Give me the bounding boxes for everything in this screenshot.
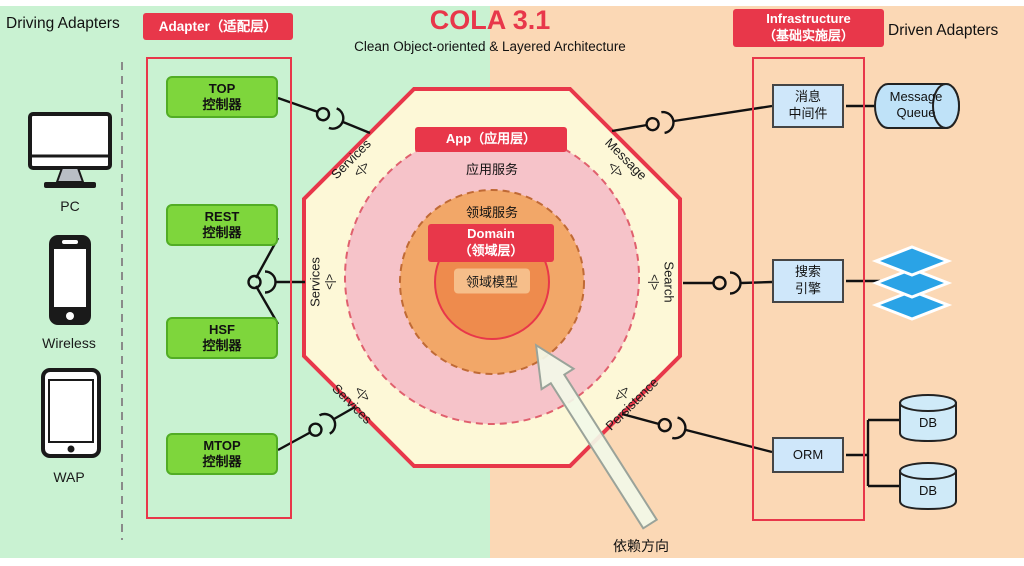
- db-label-bottom: DB: [918, 482, 938, 498]
- port-search: Search <|>: [647, 261, 677, 303]
- interface-connector-icon: [655, 412, 689, 442]
- infra-box-orm-line1: ORM: [792, 446, 824, 462]
- domain-model-label: 领域模型: [453, 268, 531, 294]
- infra-box-message-line1: 消息: [794, 89, 821, 105]
- infra-box-message-middleware: 消息 中间件: [772, 84, 844, 128]
- port-search-label: Search: [661, 261, 677, 303]
- adapter-box-hsf: HSF 控制器: [166, 317, 278, 359]
- adapter-box-top-subtitle: 控制器: [202, 97, 242, 112]
- infra-box-search-engine: 搜索 引擎: [772, 259, 844, 303]
- domain-badge-line1: Domain: [467, 226, 515, 242]
- infra-box-message-line2: 中间件: [788, 106, 828, 121]
- infra-box-search-line2: 引擎: [794, 281, 821, 296]
- adapter-box-rest: REST 控制器: [166, 204, 278, 246]
- infra-box-orm: ORM: [772, 437, 844, 473]
- message-queue-label: Message Queue: [890, 89, 943, 122]
- adapter-box-mtop: MTOP 控制器: [166, 433, 278, 475]
- adapter-box-rest-subtitle: 控制器: [202, 225, 242, 240]
- driven-adapters-label: Driven Adapters: [888, 22, 999, 39]
- port-services-left: Services <|>: [307, 257, 337, 307]
- infrastructure-header-line2: （基础实施层）: [762, 28, 854, 43]
- adapter-box-mtop-title: MTOP: [203, 437, 241, 453]
- interface-connector-icon: [312, 101, 348, 133]
- infrastructure-layer-container: [752, 57, 865, 521]
- adapter-box-hsf-title: HSF: [209, 321, 235, 337]
- connector-lines: [254, 96, 900, 488]
- adapter-box-top: TOP 控制器: [166, 76, 278, 118]
- device-label-wireless: Wireless: [42, 335, 96, 351]
- search-engine-layers-icon: [871, 245, 953, 321]
- page-title: COLA 3.1: [429, 5, 551, 35]
- app-layer-badge: App（应用层）: [415, 127, 567, 152]
- interface-symbol: <|>: [647, 274, 662, 290]
- adapter-box-rest-title: REST: [204, 208, 240, 224]
- dependency-arrow: [534, 343, 659, 530]
- smartphone-icon: [49, 235, 91, 325]
- message-queue-icon: [874, 83, 960, 129]
- dependency-direction-label: 依赖方向: [613, 538, 669, 554]
- db-icon-bottom: [899, 462, 957, 511]
- device-label-pc: PC: [60, 198, 80, 214]
- adapter-box-hsf-subtitle: 控制器: [202, 338, 242, 353]
- port-services-left-label: Services: [307, 257, 323, 307]
- app-service-label: 应用服务: [465, 161, 519, 177]
- message-queue-line1: Message: [889, 88, 943, 104]
- db-icon-top: [899, 394, 957, 443]
- adapter-layer-container: [146, 57, 292, 519]
- interface-connector-icon: [303, 409, 341, 443]
- page-subtitle: Clean Object-oriented & Layered Architec…: [354, 39, 626, 54]
- domain-service-label: 领域服务: [465, 204, 519, 220]
- infrastructure-header-line1: Infrastructure: [766, 11, 851, 27]
- domain-layer-badge: Domain （领域层）: [428, 224, 554, 262]
- db-label-top: DB: [918, 414, 938, 430]
- adapter-layer-header: Adapter（适配层）: [143, 13, 293, 40]
- infrastructure-layer-header: Infrastructure （基础实施层）: [733, 9, 884, 47]
- message-queue-line2: Queue: [896, 105, 936, 120]
- tablet-icon: [41, 368, 101, 458]
- adapter-box-mtop-subtitle: 控制器: [202, 454, 242, 469]
- device-label-wap: WAP: [53, 469, 85, 485]
- driving-adapters-label: Driving Adapters: [6, 15, 120, 32]
- interface-symbol: <|>: [322, 274, 337, 290]
- infra-box-search-line1: 搜索: [794, 264, 821, 280]
- interface-connector-icon: [712, 271, 742, 295]
- adapter-box-top-title: TOP: [208, 80, 236, 96]
- interface-connector-icon: [643, 109, 677, 137]
- domain-badge-line2: （领域层）: [458, 243, 524, 258]
- pc-icon: [28, 112, 112, 188]
